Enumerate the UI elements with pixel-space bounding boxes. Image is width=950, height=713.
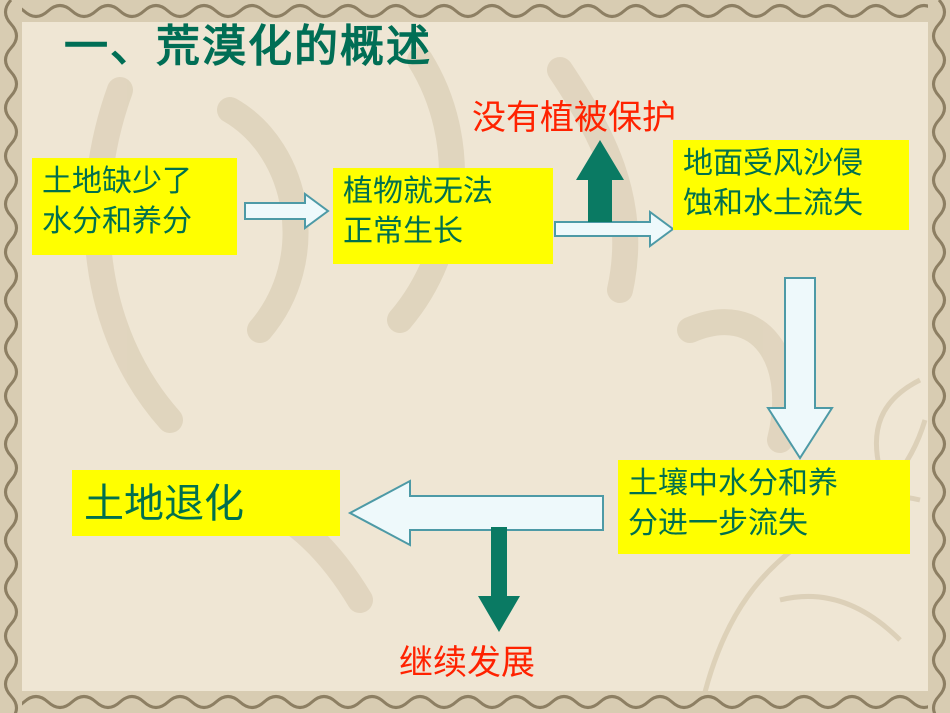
- frame-border-right: [928, 0, 950, 713]
- arrow-right-2: [554, 210, 675, 248]
- arrow-right-1: [244, 192, 330, 230]
- slide-title: 一、荒漠化的概述: [64, 21, 432, 72]
- box-plants-cannot-grow: 植物就无法 正常生长: [333, 168, 553, 264]
- label-no-vegetation-protection: 没有植被保护: [472, 98, 676, 138]
- box-land-degradation: 土地退化: [72, 470, 340, 536]
- box-line: 正常生长: [343, 214, 463, 249]
- box-line: 植物就无法: [343, 174, 493, 209]
- arrow-down-solid: [478, 527, 520, 632]
- arrow-down-1: [766, 277, 834, 460]
- box-line: 分进一步流失: [628, 506, 808, 541]
- box-line: 水分和养分: [42, 204, 192, 239]
- frame-border-bottom: [0, 691, 950, 713]
- frame-border-left: [0, 0, 22, 713]
- box-soil-water-loss: 土壤中水分和养 分进一步流失: [618, 460, 910, 554]
- box-line: 土壤中水分和养: [628, 466, 838, 501]
- arrow-up-solid: [576, 140, 624, 222]
- label-continue-developing: 继续发展: [399, 643, 535, 683]
- box-line: 地面受风沙侵: [683, 146, 863, 181]
- box-lack-water-nutrients: 土地缺少了 水分和养分: [32, 158, 237, 255]
- box-line: 土地缺少了: [42, 164, 192, 199]
- arrow-left-1: [347, 479, 604, 547]
- box-wind-erosion-soil-loss: 地面受风沙侵 蚀和水土流失: [673, 140, 909, 230]
- box-line: 蚀和水土流失: [683, 186, 863, 221]
- frame-border-top: [0, 0, 950, 22]
